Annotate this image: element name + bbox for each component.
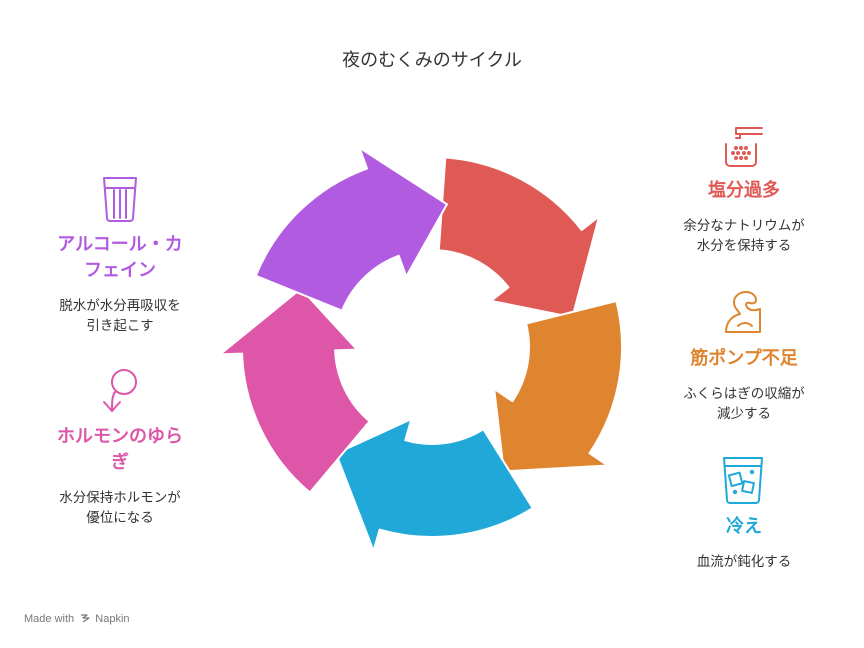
faucet-bucket-icon [725,127,763,167]
drinking-glass-icon [103,177,137,222]
heading-line: アルコール・カ [57,234,183,255]
description-line: 余分なナトリウムが [683,218,805,234]
cycle-arrow-cold [335,418,534,552]
segment-description: 血流が鈍化する [654,552,834,572]
description-line: 引き起こす [86,318,154,334]
made-with-credit[interactable]: Made with Napkin [24,613,130,625]
heading-line: フェイン [84,260,156,281]
segment-salt: 塩分過多 余分なナトリウムが 水分を保持する [654,178,834,256]
segment-description: 水分保持ホルモンが 優位になる [30,488,210,528]
segment-alcohol: アルコール・カ フェイン 脱水が水分再吸収を 引き起こす [30,232,210,336]
segment-heading: アルコール・カ フェイン [30,232,210,284]
segment-description: 余分なナトリウムが 水分を保持する [654,216,834,256]
segment-muscle: 筋ポンプ不足 ふくらはぎの収縮が 減少する [654,346,834,424]
segment-heading: 筋ポンプ不足 [690,348,798,369]
description-line: 脱水が水分再吸収を [59,298,181,314]
napkin-logo-icon [80,613,90,625]
heading-line: ぎ [111,452,129,473]
description-line: 減少する [717,406,771,422]
ice-glass-icon [723,457,763,504]
segment-cold: 冷え 血流が鈍化する [654,514,834,572]
credit-brand: Napkin [95,613,130,625]
description-line: 優位になる [86,510,154,526]
segment-heading: 塩分過多 [708,180,780,201]
segment-description: ふくらはぎの収縮が 減少する [654,384,834,424]
segment-description: 脱水が水分再吸収を 引き起こす [30,296,210,336]
cycle-arrow-alcohol [254,146,448,312]
heading-line: ホルモンのゆら [57,426,183,447]
cycle-arrow-muscle [493,300,624,473]
description-line: 血流が鈍化する [696,554,792,570]
flexed-arm-icon [725,291,761,333]
cycle-arrow-salt [437,156,601,319]
description-line: 水分保持ホルモンが [59,490,181,506]
segment-heading: ホルモンのゆら ぎ [30,424,210,476]
segment-hormone: ホルモンのゆら ぎ 水分保持ホルモンが 優位になる [30,424,210,528]
female-symbol-icon [103,369,137,412]
credit-prefix: Made with [24,613,75,625]
description-line: ふくらはぎの収縮が [683,386,805,402]
cycle-arrow-hormone [219,287,371,494]
segment-heading: 冷え [726,516,762,537]
diagram-title: 夜のむくみのサイクル [342,50,522,71]
description-line: 水分を保持する [696,238,792,254]
